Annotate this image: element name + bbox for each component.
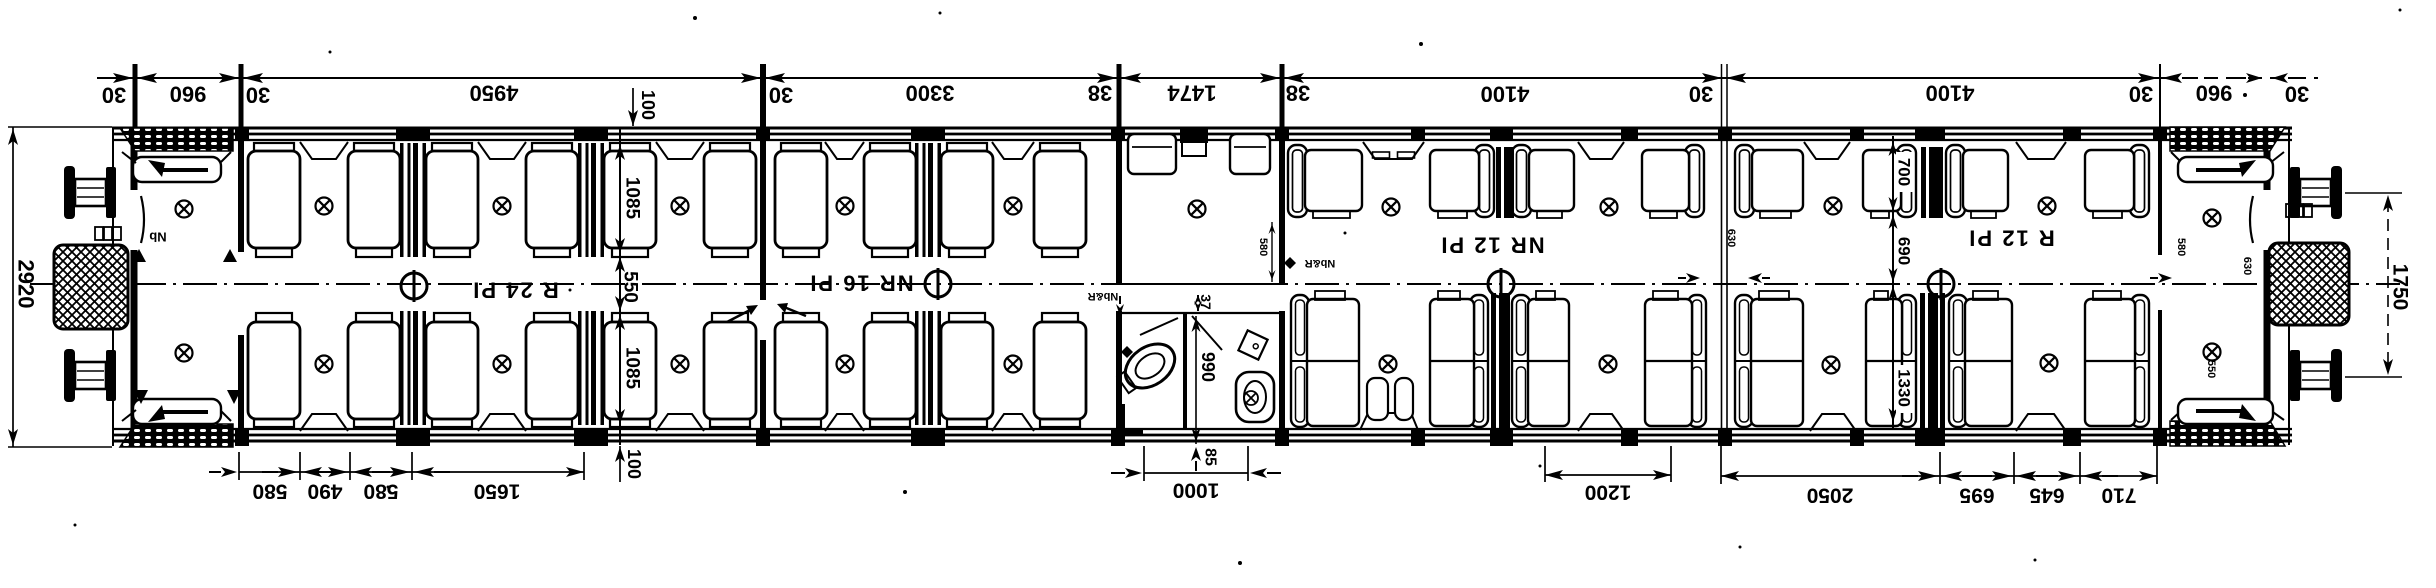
svg-text:30: 30 — [2285, 82, 2309, 107]
svg-text:1085: 1085 — [622, 177, 643, 220]
svg-text:Nb: Nb — [149, 230, 166, 245]
svg-text:580: 580 — [2175, 238, 2187, 256]
svg-text:2920: 2920 — [14, 260, 39, 309]
svg-text:1200: 1200 — [1585, 481, 1632, 504]
svg-text:30: 30 — [1689, 82, 1713, 107]
svg-text:1474: 1474 — [1167, 81, 1217, 106]
svg-text:960: 960 — [2196, 81, 2233, 106]
svg-text:960: 960 — [170, 82, 207, 107]
svg-text:695: 695 — [1959, 484, 1994, 507]
svg-text:NR 12 PI: NR 12 PI — [1439, 233, 1544, 258]
svg-text:4100: 4100 — [1481, 82, 1530, 107]
svg-text:1085: 1085 — [622, 347, 643, 390]
svg-text:550: 550 — [2205, 360, 2217, 378]
svg-text:Nb&R: Nb&R — [1305, 257, 1336, 269]
svg-text:580: 580 — [252, 480, 287, 503]
svg-text:1000: 1000 — [1173, 479, 1220, 502]
svg-text:30: 30 — [769, 83, 793, 108]
svg-text:580: 580 — [363, 480, 398, 503]
svg-text:37: 37 — [1198, 294, 1214, 310]
svg-text:4100: 4100 — [1926, 81, 1975, 106]
svg-text:1750: 1750 — [2389, 264, 2412, 311]
svg-text:30: 30 — [2129, 82, 2153, 107]
svg-text:630: 630 — [2241, 257, 2253, 275]
svg-text:580: 580 — [1257, 238, 1269, 256]
svg-text:85: 85 — [1202, 448, 1219, 466]
svg-text:100: 100 — [638, 90, 658, 120]
svg-text:2050: 2050 — [1807, 484, 1854, 507]
svg-text:1650: 1650 — [474, 480, 521, 503]
svg-text:690: 690 — [1895, 237, 1914, 265]
svg-text:4950: 4950 — [470, 81, 519, 106]
svg-text:3300: 3300 — [906, 81, 955, 106]
svg-text:Nb&R: Nb&R — [1088, 290, 1119, 302]
svg-text:38: 38 — [1286, 81, 1310, 106]
svg-text:1330: 1330 — [1895, 369, 1914, 407]
svg-text:990: 990 — [1198, 352, 1218, 382]
svg-text:630: 630 — [1725, 229, 1737, 247]
svg-text:R 12 PI: R 12 PI — [1967, 226, 2054, 251]
svg-text:645: 645 — [2029, 484, 2064, 507]
svg-text:38: 38 — [1088, 81, 1112, 106]
svg-text:550: 550 — [620, 271, 641, 303]
svg-text:NR 16 PI: NR 16 PI — [808, 271, 913, 296]
svg-text:700: 700 — [1895, 158, 1914, 186]
svg-text:R 24 PI: R 24 PI — [471, 278, 558, 303]
svg-text:490: 490 — [307, 480, 342, 503]
svg-text:30: 30 — [102, 83, 126, 108]
svg-text:710: 710 — [2101, 484, 2136, 507]
svg-text:100: 100 — [624, 449, 644, 479]
svg-text:30: 30 — [246, 83, 270, 108]
